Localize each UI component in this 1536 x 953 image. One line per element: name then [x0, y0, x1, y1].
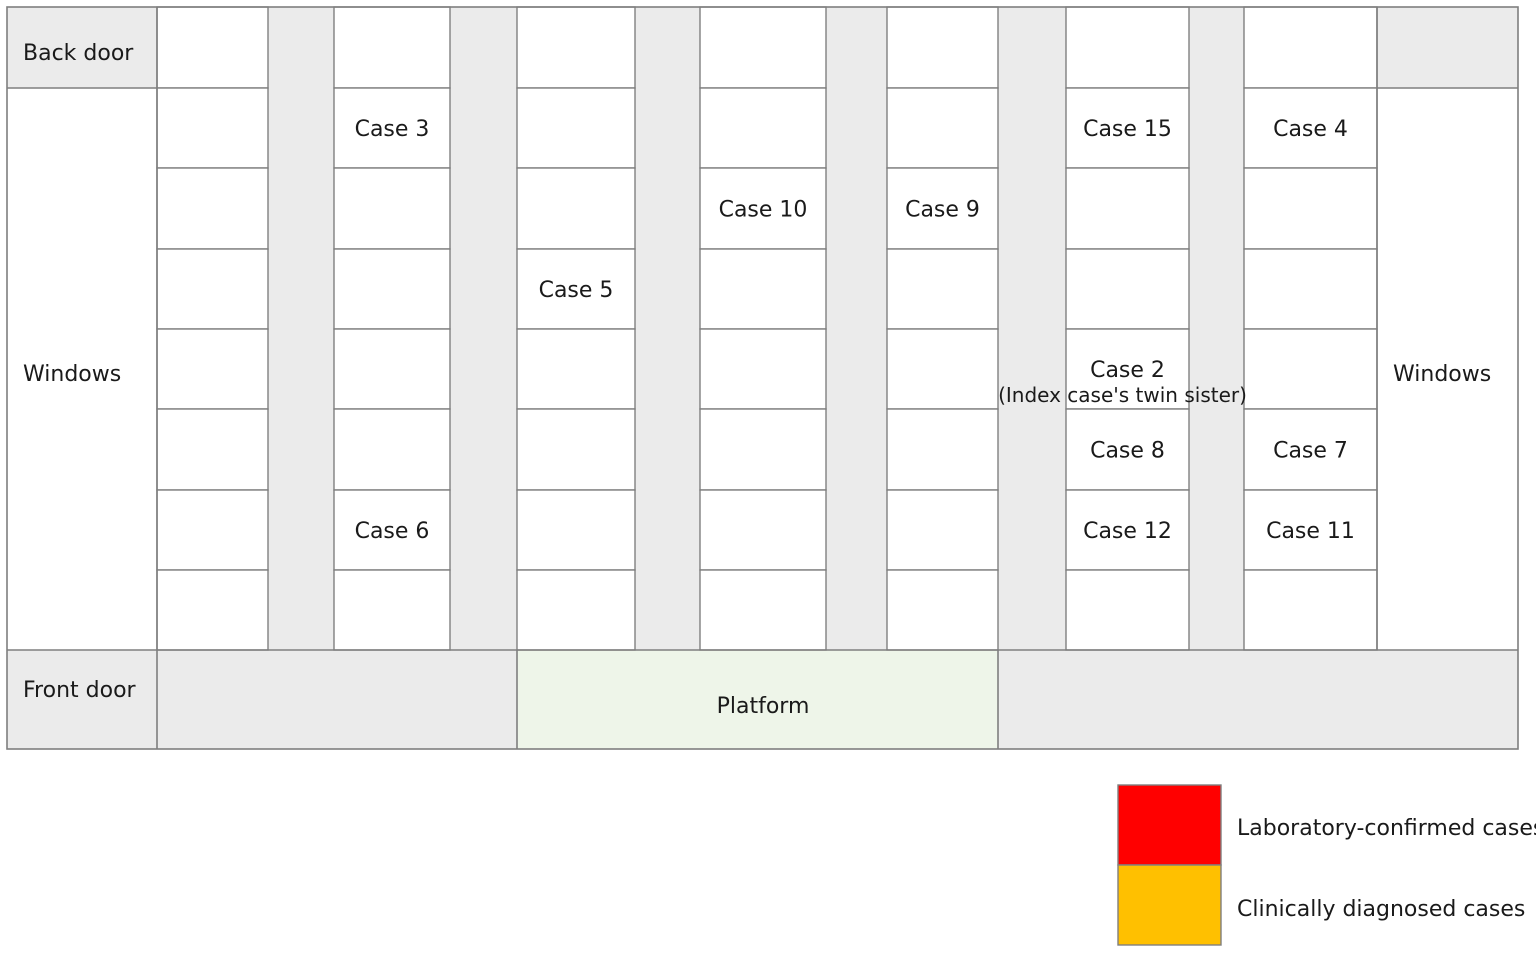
seat-case-12: [1065, 489, 1190, 571]
aisle: [826, 7, 887, 650]
seat-empty: [1243, 167, 1378, 250]
seat-empty: [1243, 248, 1378, 330]
aisle: [635, 7, 700, 650]
seat-empty: [333, 167, 451, 250]
seat-case-3: [333, 87, 451, 169]
seat-empty: [886, 248, 999, 330]
seat-empty: [156, 6, 269, 89]
legend-label-lab-confirmed: Laboratory-confirmed cases: [1237, 816, 1536, 841]
legend-label-clinical: Clinically diagnosed cases: [1237, 897, 1525, 922]
case-label: Case 6: [355, 519, 430, 544]
seat-empty: [886, 569, 999, 651]
seat-case-2: [1065, 328, 1190, 410]
seat-empty: [516, 87, 636, 169]
seat-case-9: [886, 167, 999, 250]
windows-left-label: Windows: [23, 362, 121, 387]
seat-empty: [333, 328, 451, 410]
seat-empty: [1243, 6, 1378, 89]
case-label: Case 10: [719, 198, 808, 223]
case-label: Case 8: [1090, 439, 1165, 464]
seat-empty: [699, 87, 827, 169]
seat-case-6: [333, 489, 451, 571]
case-label: Case 7: [1273, 439, 1348, 464]
case-label: Case 3: [355, 117, 430, 142]
seat-empty: [516, 408, 636, 491]
seat-empty: [333, 408, 451, 491]
case-label: Case 9: [905, 198, 980, 223]
front-left-zone: [7, 650, 517, 749]
seat-empty: [333, 6, 451, 89]
seat-empty: [699, 6, 827, 89]
case-label: Case 12: [1083, 519, 1172, 544]
seat-empty: [699, 489, 827, 571]
seat-empty: [1243, 569, 1378, 651]
back-right-zone: [1377, 7, 1518, 88]
seat-case-8: [1065, 408, 1190, 491]
legend: Laboratory-confirmed cases Clinically di…: [1117, 784, 1536, 946]
seat-empty: [156, 167, 269, 250]
seat-empty: [516, 6, 636, 89]
seat-empty: [886, 87, 999, 169]
seat-empty: [699, 248, 827, 330]
seat-empty: [886, 6, 999, 89]
legend-swatch-clinical: [1117, 864, 1222, 946]
seat-empty: [699, 328, 827, 410]
room-frame: [6, 6, 1519, 750]
platform-zone: [517, 650, 998, 749]
seat-empty: [156, 328, 269, 410]
seat-empty: [886, 489, 999, 571]
back-door-zone: [7, 7, 157, 88]
seat-case-11: [1243, 489, 1378, 571]
legend-swatch-lab-confirmed: [1117, 784, 1222, 866]
aisle: [998, 7, 1066, 650]
seat-empty: [886, 408, 999, 491]
seat-empty: [699, 569, 827, 651]
aisle: [1189, 7, 1244, 650]
front-right-zone: [998, 650, 1518, 749]
seat-empty: [886, 328, 999, 410]
seat-empty: [1065, 6, 1190, 89]
seat-empty: [333, 569, 451, 651]
seat-empty: [156, 87, 269, 169]
seat-case-10: [699, 167, 827, 250]
seat-empty: [516, 569, 636, 651]
seat-empty: [1065, 167, 1190, 250]
case-label: Case 5: [539, 278, 614, 303]
seat-case-4: [1243, 87, 1378, 169]
aisle: [450, 7, 517, 650]
seat-empty: [156, 248, 269, 330]
front-door-label: Front door: [23, 678, 137, 703]
seat-empty: [1243, 328, 1378, 410]
windows-right-label: Windows: [1393, 362, 1491, 387]
seat-empty: [516, 489, 636, 571]
seat-empty: [156, 569, 269, 651]
case-label: Case 15: [1083, 117, 1172, 142]
seat-empty: [516, 167, 636, 250]
aisle: [268, 7, 334, 650]
seat-empty: [1065, 569, 1190, 651]
room-outline: [6, 6, 1519, 750]
seat-empty: [699, 408, 827, 491]
case-label: Case 4: [1273, 117, 1348, 142]
background-zones: [7, 7, 1518, 749]
case-label: Case 2: [1090, 358, 1165, 383]
seat-empty: [1065, 248, 1190, 330]
seat-empty: [333, 248, 451, 330]
seat-empty: [516, 328, 636, 410]
case-labels: Case 3 Case 15 Case 4 Case 10 Case 9 Case 5 Ca…: [355, 117, 1355, 544]
seat-case-7: [1243, 408, 1378, 491]
case-label: Case 11: [1266, 519, 1355, 544]
seat-empty: [156, 489, 269, 571]
platform-label: Platform: [717, 694, 810, 719]
seat-empty: [156, 408, 269, 491]
case-note: (Index case's twin sister): [998, 383, 1247, 407]
back-door-label: Back door: [23, 41, 134, 66]
